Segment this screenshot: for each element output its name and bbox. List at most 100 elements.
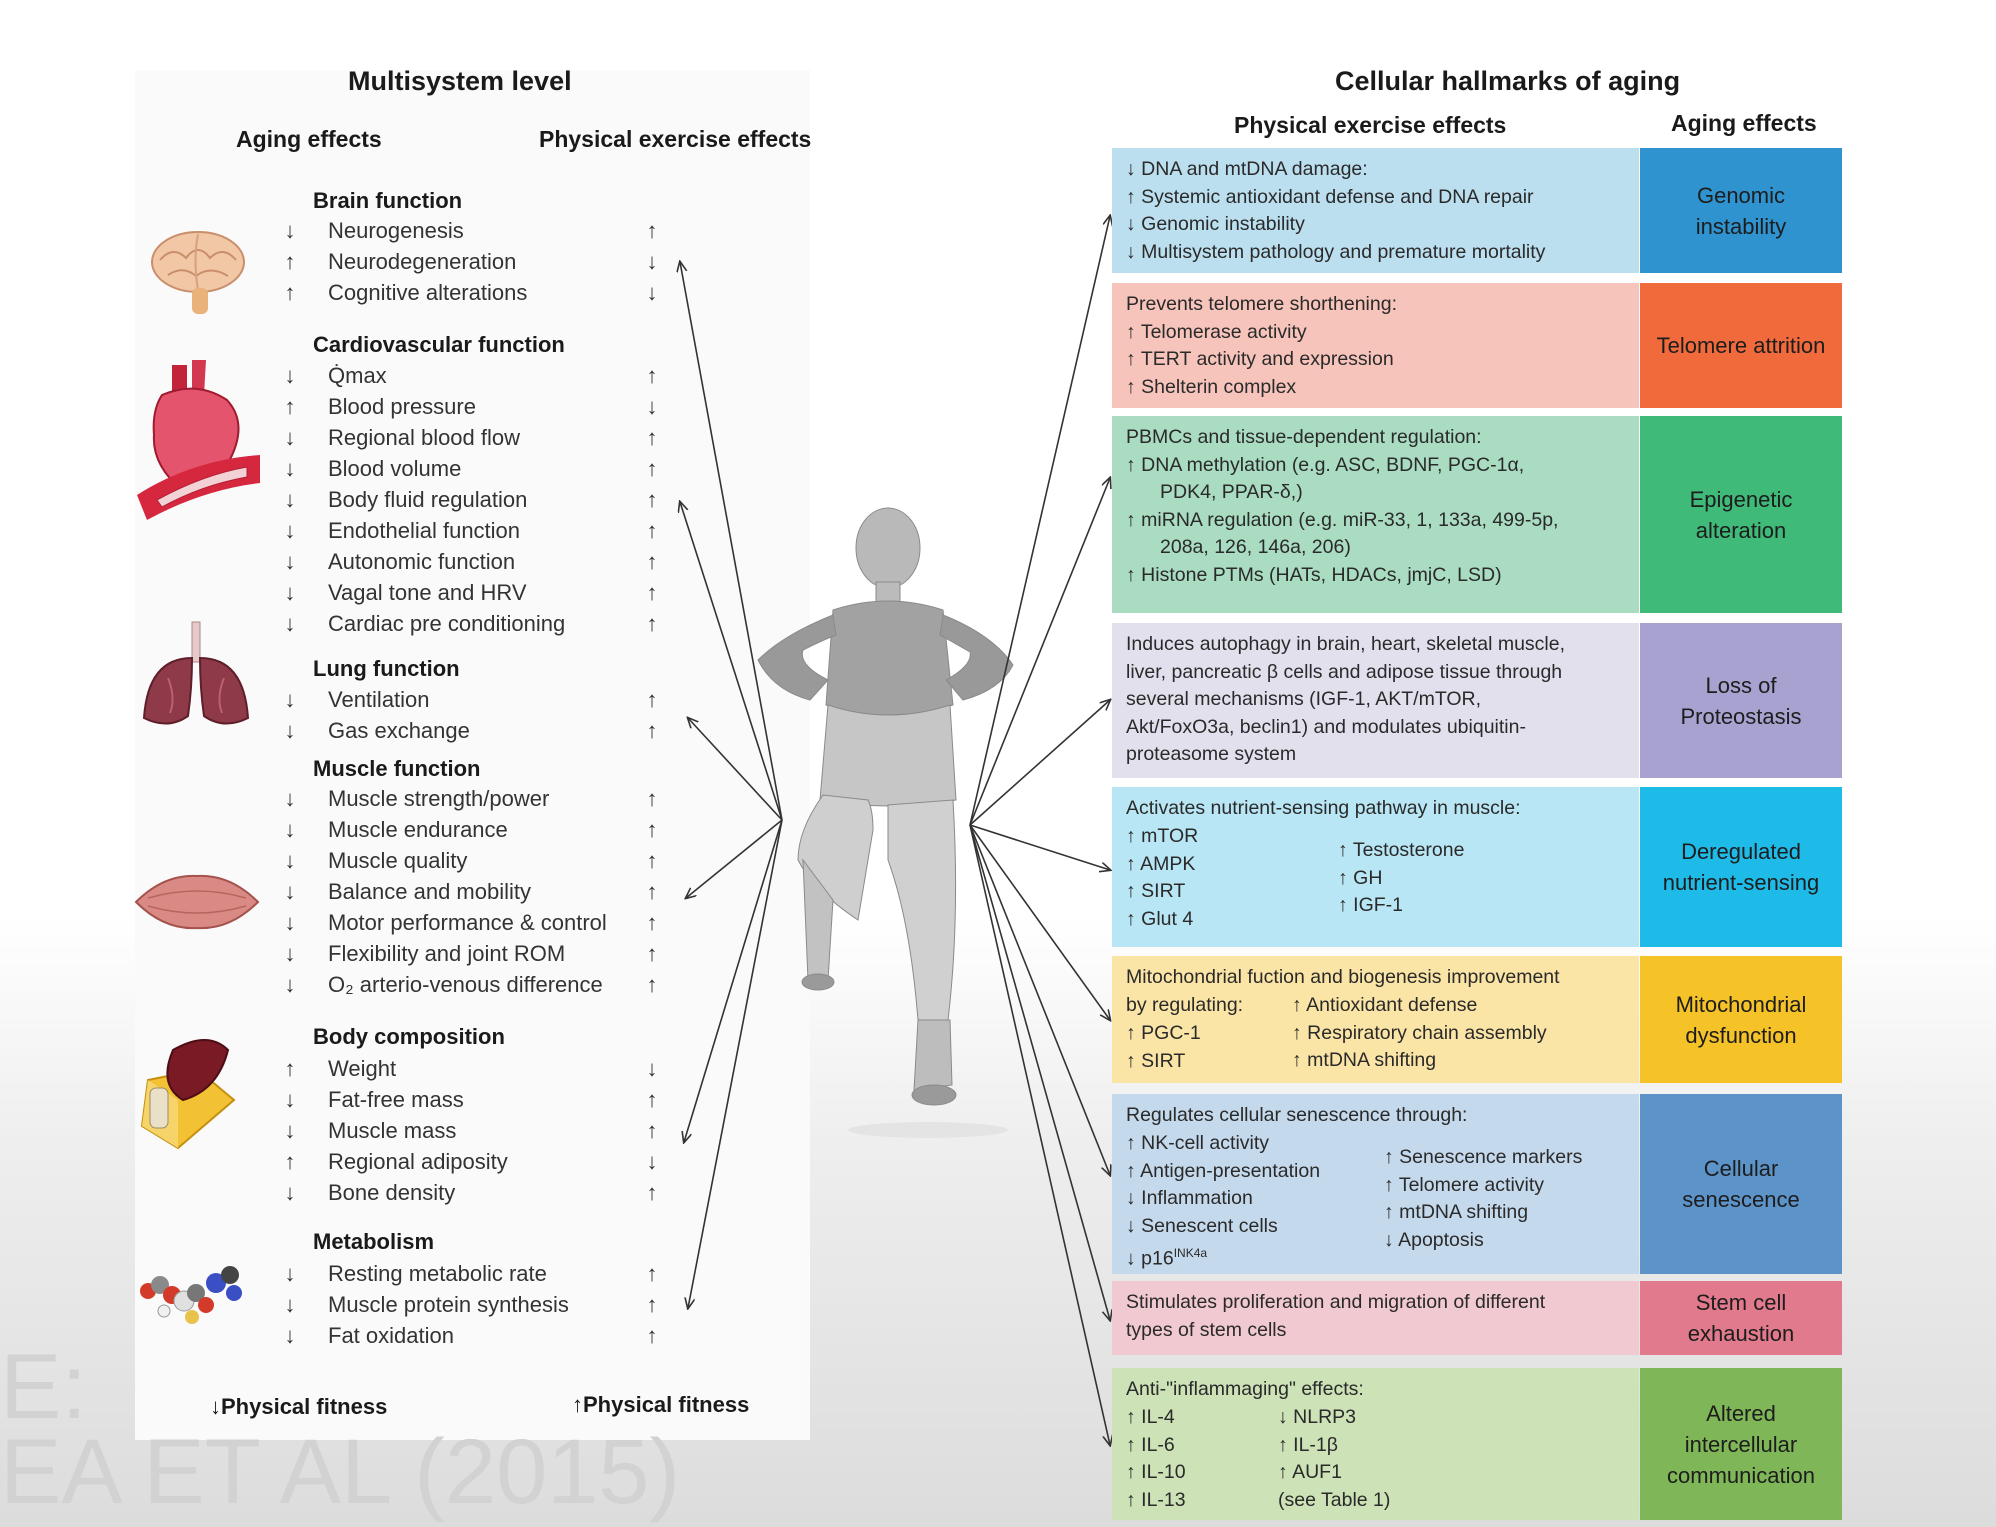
telomere-effects-box: Prevents telomere shorthening: ↑ Telomer… bbox=[1112, 283, 1639, 408]
effect-row: ↓Muscle strength/power↑ bbox=[280, 786, 670, 816]
effect-row: ↓Resting metabolic rate↑ bbox=[280, 1261, 670, 1291]
exercising-person-figure bbox=[757, 507, 1014, 1138]
aging-arrow: ↓ bbox=[284, 941, 296, 966]
aging-arrow: ↓ bbox=[284, 549, 296, 574]
effect-row: ↓Ventilation↑ bbox=[280, 687, 670, 717]
effect-line: ↑ Testosterone bbox=[1338, 839, 1465, 861]
effect-line: ↑ Shelterin complex bbox=[1126, 375, 1297, 398]
effect-header: Mitochondrial fuction and biogenesis imp… bbox=[1126, 966, 1560, 988]
effect-label: Neurogenesis bbox=[328, 218, 464, 243]
telomere-attrition-tag: Telomere attrition bbox=[1640, 283, 1842, 408]
effect-row: ↓Flexibility and joint ROM↑ bbox=[280, 941, 670, 971]
effect-line: Stimulates proliferation and migration o… bbox=[1126, 1291, 1546, 1313]
mitochondrial-effects-box: Mitochondrial fuction and biogenesis imp… bbox=[1112, 956, 1639, 1083]
effect-label: Regional adiposity bbox=[328, 1149, 508, 1174]
left-aging-header: Aging effects bbox=[236, 126, 382, 152]
effect-label: Blood pressure bbox=[328, 394, 476, 419]
effect-line: Prevents telomere shorthening: bbox=[1126, 293, 1397, 315]
effect-line: ↑ IL-4 bbox=[1126, 1406, 1175, 1428]
right-aging-header: Aging effects bbox=[1671, 110, 1817, 136]
system-title: Metabolism bbox=[313, 1229, 435, 1254]
effect-line: ↑ Antigen-presentation bbox=[1126, 1159, 1321, 1182]
effect-label: Muscle endurance bbox=[328, 817, 508, 842]
effect-label: Regional blood flow bbox=[328, 425, 521, 450]
effect-header: Anti-"inflammaging" effects: bbox=[1126, 1378, 1364, 1400]
aging-arrow: ↑ bbox=[284, 1056, 296, 1081]
system-title: Brain function bbox=[313, 188, 463, 213]
effect-line: several mechanisms (IGF-1, AKT/mTOR, bbox=[1126, 688, 1482, 710]
effect-label: Resting metabolic rate bbox=[328, 1261, 547, 1286]
heart-icon bbox=[137, 360, 260, 520]
effect-label: Balance and mobility bbox=[328, 879, 532, 904]
effect-label: Blood volume bbox=[328, 456, 462, 481]
mitochondrial-dysfunction-tag: Mitochondrial dysfunction bbox=[1640, 956, 1842, 1083]
multisystem-panel bbox=[135, 70, 810, 1440]
effect-line: ↑ mtDNA shifting bbox=[1384, 1201, 1529, 1223]
exercise-arrow: ↑ bbox=[646, 425, 658, 450]
epigenetic-effects-box: PBMCs and tissue-dependent regulation: ↑… bbox=[1112, 416, 1639, 613]
effect-line: ↑ Telomerase activity bbox=[1126, 320, 1307, 343]
effect-row: ↓Fat-free mass↑ bbox=[280, 1087, 670, 1117]
effect-line: ↑ DNA methylation (e.g. ASC, BDNF, PGC-1… bbox=[1126, 453, 1525, 476]
aging-arrow: ↑ bbox=[284, 249, 296, 274]
proteostasis-effects-box: Induces autophagy in brain, heart, skele… bbox=[1112, 623, 1639, 778]
effect-label: Autonomic function bbox=[328, 549, 516, 574]
effect-row: ↓ Muscle protein synthesis ↑ bbox=[280, 1292, 670, 1322]
intercellular-effects-box: Anti-"inflammaging" effects: ↑ IL-4 ↑ IL… bbox=[1112, 1368, 1639, 1520]
exercise-arrow: ↓ bbox=[646, 280, 658, 305]
effect-line: ↓ NLRP3 bbox=[1278, 1406, 1357, 1428]
effect-line: ↑ IL-1β bbox=[1278, 1433, 1338, 1456]
effect-header: Regulates cellular senescence through: bbox=[1126, 1104, 1468, 1126]
effect-row: ↓ Body fluid regulation ↑ bbox=[280, 487, 670, 517]
effect-label: Muscle quality bbox=[328, 848, 468, 873]
effect-row: ↓Endothelial function↑ bbox=[280, 518, 670, 548]
effect-label: Muscle protein synthesis bbox=[328, 1292, 569, 1317]
aging-arrow: ↓ bbox=[284, 786, 296, 811]
effect-line: ↑ AMPK bbox=[1126, 852, 1196, 875]
exercise-arrow: ↑ bbox=[646, 972, 658, 997]
aging-arrow: ↓ bbox=[284, 879, 296, 904]
effect-line: ↓ Inflammation bbox=[1126, 1187, 1253, 1209]
exercise-arrow: ↓ bbox=[646, 1056, 658, 1081]
effect-label: Vagal tone and HRV bbox=[328, 580, 527, 605]
effect-line: ↑ Antioxidant defense bbox=[1292, 994, 1478, 1016]
p16-superscript: INK4a bbox=[1173, 1246, 1208, 1260]
fitness-up-label: ↑Physical fitness bbox=[572, 1392, 750, 1417]
exercise-arrow: ↑ bbox=[646, 1292, 658, 1317]
deregulated-nutrient-sensing-tag: Deregulated nutrient-sensing bbox=[1640, 787, 1842, 947]
aging-arrow: ↓ bbox=[284, 1180, 296, 1205]
effect-line: ↓ Senescent cells bbox=[1126, 1214, 1278, 1237]
aging-arrow: ↓ bbox=[284, 487, 296, 512]
effect-line: PBMCs and tissue-dependent regulation: bbox=[1126, 426, 1482, 448]
exercise-arrow: ↑ bbox=[646, 941, 658, 966]
effect-line: ↓ Genomic instability bbox=[1126, 213, 1305, 235]
effect-line: ↑ Glut 4 bbox=[1126, 907, 1194, 930]
effect-line: ↑ mtDNA shifting bbox=[1292, 1049, 1437, 1071]
effect-label: Neurodegeneration bbox=[328, 249, 517, 274]
exercise-arrow: ↑ bbox=[646, 518, 658, 543]
multisystem-title: Multisystem level bbox=[348, 66, 572, 96]
effect-row: ↓Regional blood flow↑ bbox=[280, 425, 670, 455]
exercise-arrow: ↑ bbox=[646, 687, 658, 712]
aging-arrow: ↓ bbox=[284, 1323, 296, 1348]
aging-arrow: ↓ bbox=[284, 910, 296, 935]
exercise-arrow: ↑ bbox=[646, 363, 658, 388]
exercise-arrow: ↑ bbox=[646, 487, 658, 512]
aging-arrow: ↓ bbox=[284, 972, 296, 997]
effect-row: ↓Muscle mass↑ bbox=[280, 1118, 670, 1148]
effect-label: Body fluid regulation bbox=[328, 487, 528, 512]
aging-arrow: ↑ bbox=[284, 394, 296, 419]
left-exercise-header: Physical exercise effects bbox=[539, 126, 812, 152]
effect-label: Weight bbox=[328, 1056, 397, 1081]
watermark-line-2: EA ET AL (2015) bbox=[0, 1421, 681, 1523]
senescence-effects-box: Regulates cellular senescence through: ↑… bbox=[1112, 1094, 1639, 1274]
aging-arrow: ↓ bbox=[284, 1292, 296, 1317]
exercise-arrow: ↓ bbox=[646, 1149, 658, 1174]
effect-row: ↓Motor performance & control↑ bbox=[280, 910, 670, 940]
system-title: Muscle function bbox=[313, 756, 481, 781]
effect-line: 208a, 126, 146a, 206) bbox=[1160, 536, 1351, 558]
aging-arrow: ↓ bbox=[284, 218, 296, 243]
effect-line: ↑ AUF1 bbox=[1278, 1461, 1342, 1483]
effect-row: ↑Blood pressure↓ bbox=[280, 394, 670, 424]
